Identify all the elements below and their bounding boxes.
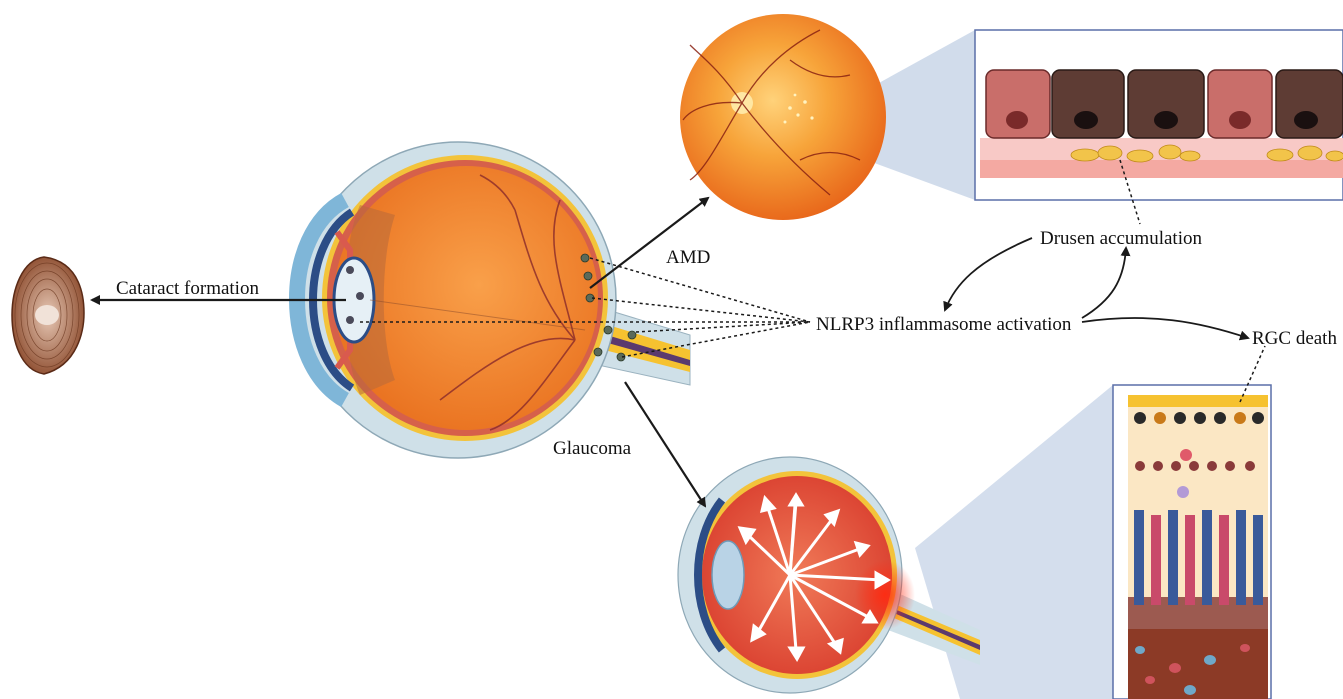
fundus-icon [680,14,886,220]
cataract-label: Cataract formation [116,278,259,299]
arrow-nlrp3-to-drusen [1082,248,1126,318]
lens-icon [12,257,84,374]
drusen-label: Drusen accumulation [1040,228,1202,249]
glaucoma-label: Glaucoma [553,438,632,459]
arrow-to-glaucoma [625,382,705,506]
amd-label: AMD [666,247,710,268]
retina-layers-icon [1113,385,1271,699]
glaucoma-callout-wedge [915,385,1113,699]
arrow-drusen-to-nlrp3 [945,238,1032,310]
eye-cross-section-icon [297,142,690,458]
arrow-nlrp3-to-rgc [1082,318,1248,338]
rpe-cells-icon [975,30,1343,200]
rgc-label: RGC death [1252,328,1337,349]
nlrp3-label: NLRP3 inflammasome activation [816,314,1072,335]
